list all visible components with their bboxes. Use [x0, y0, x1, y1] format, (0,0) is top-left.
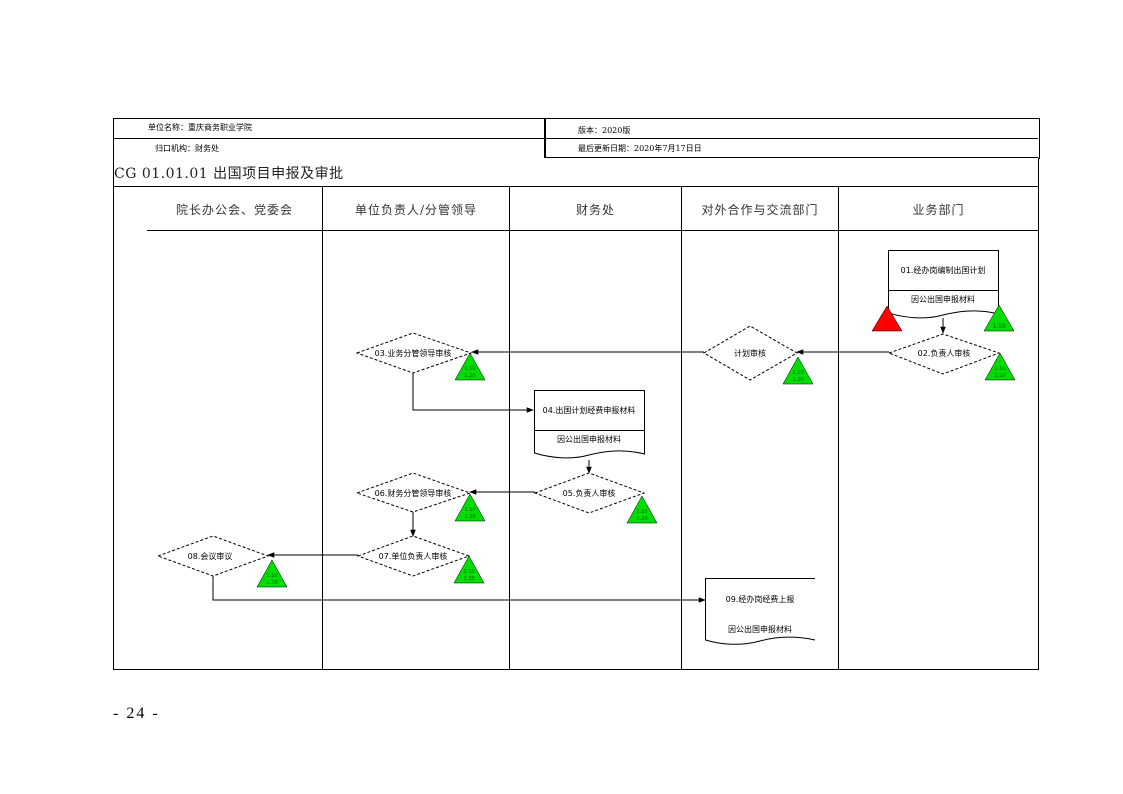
node-07-label: 07.单位负责人审核: [379, 551, 448, 561]
node-plan-review-label: 计划审核: [734, 348, 766, 358]
risk-05-line2: 1.20: [636, 516, 647, 522]
lane-header-international: 对外合作与交流部门: [701, 203, 819, 217]
risk-07-line1: 1.10: [463, 569, 474, 575]
lane-header-president-office: 院长办公会、党委会: [175, 203, 293, 217]
risk-03-line1: 1.10: [464, 366, 475, 372]
page-number: - 24 -: [113, 705, 160, 722]
risk-marker-08: [256, 559, 288, 588]
node-04[interactable]: [534, 390, 645, 459]
risk-red-text: R: [885, 324, 889, 331]
node-09-doc: 因公出国申报材料: [728, 624, 792, 634]
risk-07-line2: 1.20: [463, 576, 474, 582]
risk-marker-red: [871, 305, 903, 332]
node-09-label: 09.经办岗经费上报: [726, 594, 795, 604]
risk-06-line2: 1.20: [464, 514, 475, 520]
node-09[interactable]: [705, 578, 816, 645]
lane-header-unit-leader: 单位负责人/分管领导: [354, 203, 478, 217]
edge-03-04: [412, 373, 534, 413]
risk-03-line2: 1.20: [464, 373, 475, 379]
node-01-label: 01.经办岗编制出国计划: [901, 265, 986, 275]
node-08-label: 08.会议审议: [188, 551, 233, 561]
lane-header-finance: 财务处: [575, 203, 615, 217]
risk-plan-line2: 1.20: [792, 377, 803, 383]
department: 归口机构：财务处: [155, 144, 219, 153]
node-06-label: 06.财务分管领导审核: [375, 488, 452, 498]
node-plan-review: [703, 325, 799, 381]
page-title: CG 01.01.01 出国项目申报及审批: [114, 166, 344, 182]
lane-header-business: 业务部门: [912, 203, 965, 217]
green-triangle-icon: [782, 356, 814, 385]
header-divider-h: [113, 138, 1038, 139]
risk-02-line1: 1.10: [994, 366, 1005, 372]
red-triangle-icon: [871, 305, 903, 332]
node-02: [887, 333, 1001, 375]
unit-name: 单位名称：重庆商务职业学院: [148, 123, 252, 132]
risk-05-line1: 1.10: [636, 509, 647, 515]
node-03-label: 03.业务分管领导审核: [375, 348, 452, 358]
risk-marker-01: [983, 304, 1015, 332]
connectors: [212, 318, 946, 603]
node-04-label: 04.出国计划经费申报材料: [543, 405, 636, 415]
risk-marker-03: [454, 352, 486, 381]
node-01[interactable]: [888, 250, 999, 319]
risk-plan-line1: 1.10: [792, 370, 803, 376]
risk-marker-02: [984, 352, 1016, 381]
node-05: [533, 472, 646, 514]
edge-08-09: [212, 576, 706, 603]
risk-marker-plan: [782, 356, 814, 385]
green-triangle-icon: [984, 352, 1016, 381]
green-triangle-icon: [256, 559, 288, 588]
risk-marker-06: [454, 493, 486, 522]
green-triangle-icon: [626, 495, 658, 524]
header-divider-v: [544, 118, 546, 158]
node-01-doc: 因公出国申报材料: [911, 294, 975, 304]
header-bottom: [544, 157, 1038, 158]
node-06: [355, 472, 472, 513]
risk-08-line1: 1.10: [266, 573, 277, 579]
version: 版本：2020版: [578, 126, 631, 135]
green-triangle-icon: [983, 304, 1015, 332]
risk-02-line2: 1.20: [994, 373, 1005, 379]
risk-01-text: 1.10: [992, 323, 1006, 330]
node-08: [156, 535, 270, 577]
node-05-label: 05.负责人审核: [563, 488, 616, 498]
node-04-doc: 因公出国申报材料: [557, 434, 621, 444]
green-triangle-icon: [453, 555, 485, 584]
risk-06-line1: 1.10: [464, 507, 475, 513]
risk-08-line2: 1.20: [266, 580, 277, 586]
last-updated: 最后更新日期：2020年7月17日日: [578, 144, 702, 153]
frame: [113, 138, 1039, 670]
green-triangle-icon: [454, 493, 486, 522]
node-02-label: 02.负责人审核: [918, 348, 971, 358]
green-triangle-icon: [454, 352, 486, 381]
node-03: [355, 332, 473, 374]
risk-marker-05: [626, 495, 658, 524]
risk-marker-07: [453, 555, 485, 584]
